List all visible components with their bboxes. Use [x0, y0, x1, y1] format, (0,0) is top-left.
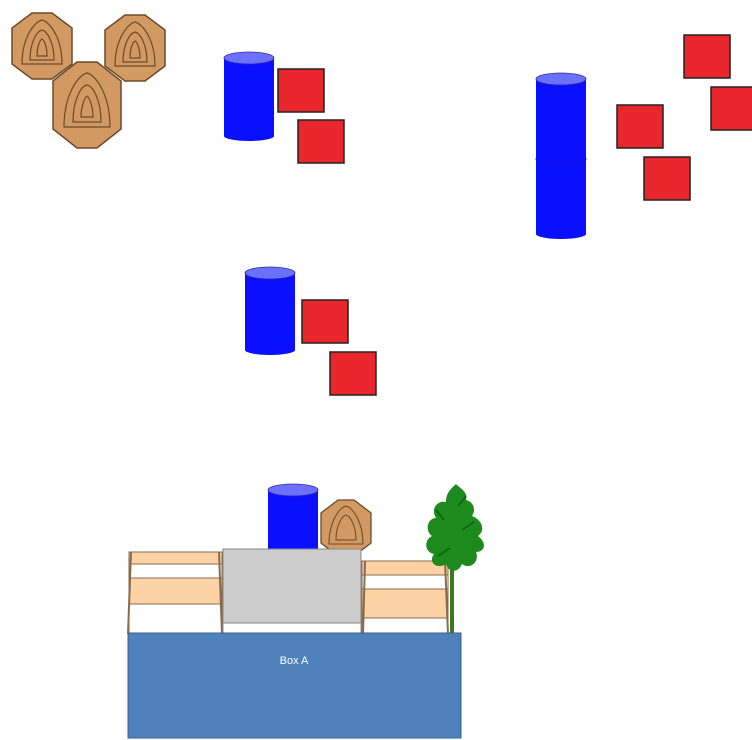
- box-a-label: Box A: [280, 655, 309, 667]
- left-wall: [127, 551, 223, 635]
- red-box-icon: [616, 104, 664, 149]
- center-cover: [222, 548, 362, 635]
- steel-target-icon: [104, 14, 166, 82]
- steel-target-icon: [11, 12, 73, 80]
- barrel-icon: [535, 72, 587, 164]
- barrel-icon: [535, 153, 587, 239]
- steel-target-icon: [52, 61, 122, 149]
- box-a: Box A: [127, 632, 462, 739]
- tree-icon: [426, 484, 484, 634]
- red-box-icon: [683, 34, 731, 79]
- barricade-structure: Box A: [127, 483, 484, 739]
- barrel-icon: [223, 51, 275, 141]
- red-box-icon: [710, 86, 752, 131]
- red-box-icon: [297, 119, 345, 164]
- red-box-icon: [277, 68, 325, 113]
- red-box-icon: [329, 351, 377, 396]
- barrel-icon: [244, 266, 296, 355]
- red-box-icon: [301, 299, 349, 344]
- barrel-icon: [267, 483, 319, 552]
- steel-target-icon: [320, 499, 372, 557]
- red-box-icon: [643, 156, 691, 201]
- right-wall: [361, 560, 449, 635]
